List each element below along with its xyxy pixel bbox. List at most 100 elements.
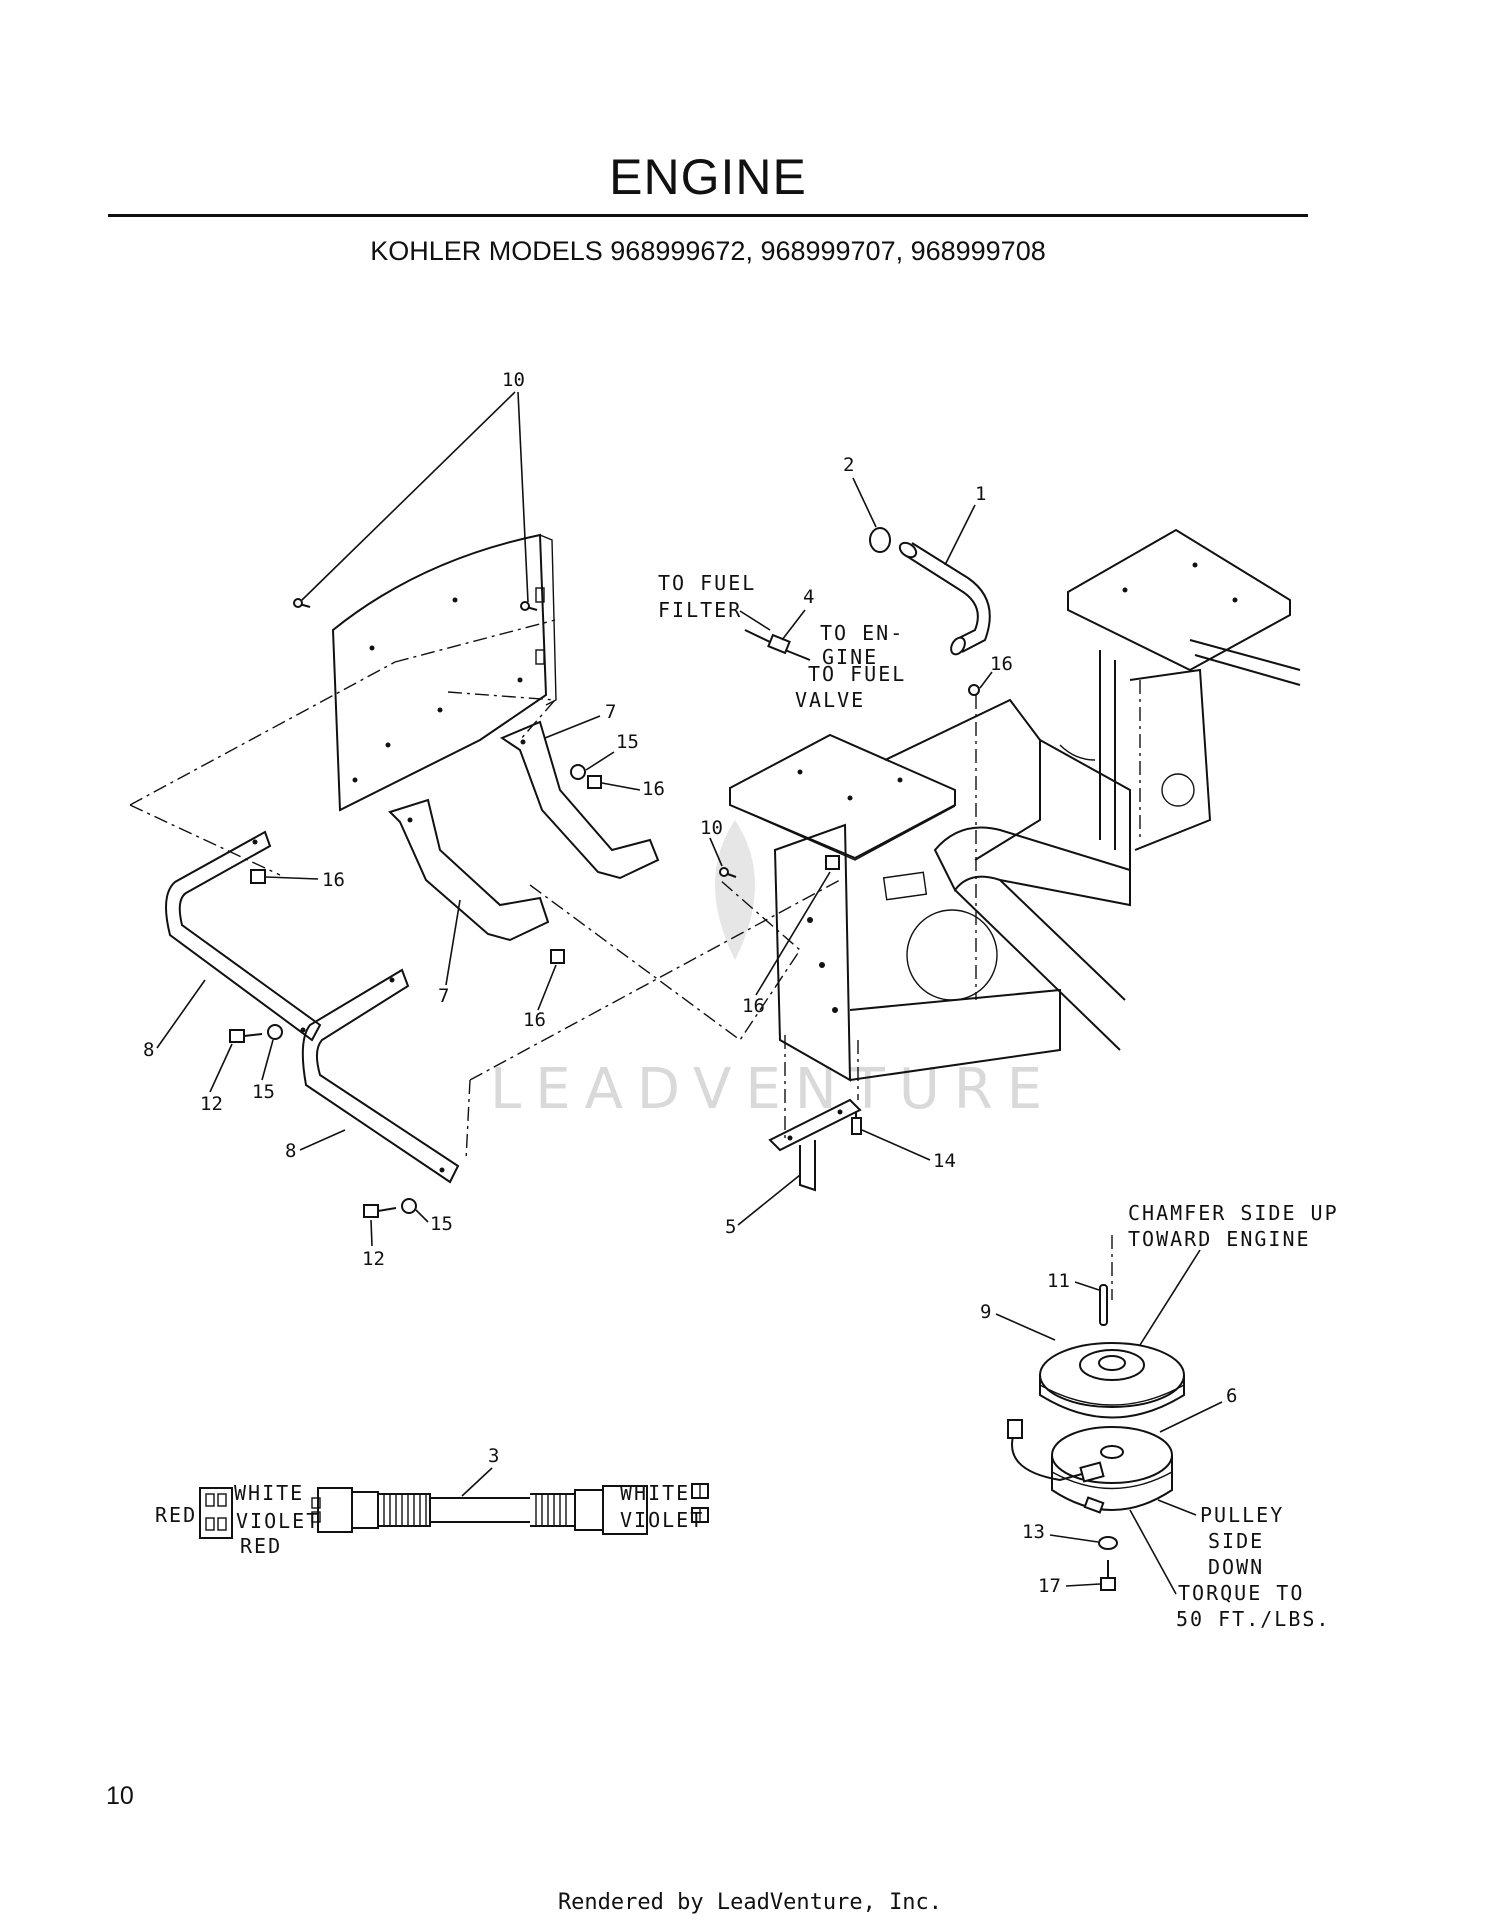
leader-16-frame-top (979, 671, 993, 689)
watermark: LEADVENTURE (490, 1057, 1056, 1122)
harness-left-red-2: RED (240, 1534, 282, 1558)
centerline-brace (465, 879, 841, 1161)
brace-8-upper (165, 830, 322, 1042)
callout-10-top: 10 (502, 369, 525, 391)
leader-3 (461, 1467, 493, 1497)
bolt-12-upper (229, 1029, 263, 1043)
note-to-fuel-valve-line2: VALVE (795, 688, 865, 712)
callout-17: 17 (1038, 1575, 1061, 1597)
leader-10-frame (709, 837, 723, 867)
callout-12-upper: 12 (200, 1093, 223, 1115)
callout-16-upper: 16 (642, 778, 665, 800)
leader-16-left (265, 876, 319, 880)
models-subtitle: KOHLER MODELS 968999672, 968999707, 9689… (370, 236, 1046, 266)
screw-16-frame-top (968, 684, 980, 696)
leader-pulley (1157, 1499, 1197, 1516)
washer-15-mid (267, 1024, 283, 1040)
harness-right-white: WHITE (620, 1481, 690, 1505)
callout-1: 1 (975, 483, 986, 505)
washer-15-upper (570, 764, 586, 780)
leader-10-top (301, 391, 529, 603)
fuel-hose-1 (898, 541, 991, 656)
note-pulley-line1: PULLEY (1200, 1503, 1284, 1527)
heat-shield-plate (331, 533, 557, 812)
callout-2: 2 (843, 454, 854, 476)
leader-2 (852, 477, 877, 528)
page-number: 10 (106, 1782, 134, 1810)
clutch-6 (1007, 1419, 1173, 1514)
leader-1 (944, 504, 976, 566)
callout-12-lower: 12 (362, 1248, 385, 1270)
note-pulley-line3: DOWN (1208, 1555, 1264, 1579)
harness-left-violet: VIOLET (236, 1509, 320, 1533)
centerline-shield-2 (447, 691, 557, 741)
washer-15-lower (401, 1198, 417, 1214)
screw-10-frame (719, 867, 737, 878)
callout-9: 9 (980, 1301, 991, 1323)
leader-8-upper (156, 979, 206, 1049)
key-11 (1099, 1284, 1108, 1326)
callout-15-mid: 15 (252, 1081, 275, 1103)
note-to-fuel-valve-line1: TO FUEL (808, 662, 906, 686)
leader-8-lower (299, 1129, 346, 1151)
callout-7-upper: 7 (605, 701, 616, 723)
frame-assembly (729, 528, 1301, 1082)
leader-6 (1159, 1401, 1223, 1433)
leader-15-lower (415, 1209, 429, 1223)
leader-17 (1065, 1583, 1101, 1587)
rendered-by-footer: Rendered by LeadVenture, Inc. (557, 1890, 943, 1915)
callout-15-lower: 15 (430, 1213, 453, 1235)
leader-4 (781, 609, 806, 641)
watermark-flame-icon (715, 820, 755, 960)
callout-15-upper: 15 (616, 731, 639, 753)
callout-13: 13 (1022, 1521, 1045, 1543)
note-to-engine-line2: GINE (822, 645, 878, 669)
callout-16-middle: 16 (523, 1009, 546, 1031)
washer-13 (1098, 1536, 1118, 1550)
note-chamfer-line1: CHAMFER SIDE UP (1128, 1201, 1339, 1225)
callout-10-frame: 10 (700, 817, 723, 839)
nut-16-left (250, 869, 266, 884)
note-to-fuel-filter-line1: TO FUEL (658, 571, 756, 595)
leader-15-upper (585, 751, 615, 771)
callout-8-upper: 8 (143, 1039, 154, 1061)
note-to-fuel-filter-line2: FILTER (658, 598, 742, 622)
nut-16-upper (587, 775, 602, 789)
callout-16-left: 16 (322, 869, 345, 891)
harness-left-red: RED (155, 1503, 197, 1527)
brace-8-lower (301, 968, 460, 1184)
note-to-engine-line1: TO EN- (820, 621, 904, 645)
page-title: ENGINE (609, 149, 807, 205)
leader-13 (1049, 1534, 1099, 1543)
leader-16-middle (537, 964, 557, 1011)
leader-15-mid (261, 1039, 274, 1081)
leader-torque (1129, 1509, 1177, 1595)
screw-10-left (293, 598, 311, 608)
note-pulley-line2: SIDE (1208, 1529, 1264, 1553)
leader-fuel-filter (739, 610, 771, 631)
leader-9 (995, 1313, 1056, 1341)
nut-16-frame (825, 855, 840, 870)
fuel-fitting-4 (744, 629, 811, 661)
nut-16-middle (550, 949, 565, 964)
callout-16-frame: 16 (742, 995, 765, 1017)
leader-12-upper (209, 1043, 233, 1093)
screw-10-right (520, 601, 538, 611)
callout-8-lower: 8 (285, 1140, 296, 1162)
title-rule (108, 214, 1308, 217)
note-torque-line1: TORQUE TO (1178, 1581, 1304, 1605)
centerline-bracket (784, 1035, 859, 1140)
bracket-7-upper (499, 720, 660, 880)
harness-right-violet: VIOLET (620, 1508, 704, 1532)
leader-14 (861, 1129, 931, 1161)
leader-chamfer (1139, 1249, 1201, 1346)
leader-16-upper (601, 782, 641, 791)
callout-5: 5 (725, 1216, 736, 1238)
callout-4: 4 (803, 586, 814, 608)
callout-16-frame-top: 16 (990, 653, 1013, 675)
bracket-7-lower (388, 798, 550, 942)
callout-7-lower: 7 (438, 985, 449, 1007)
callout-3: 3 (488, 1445, 499, 1467)
